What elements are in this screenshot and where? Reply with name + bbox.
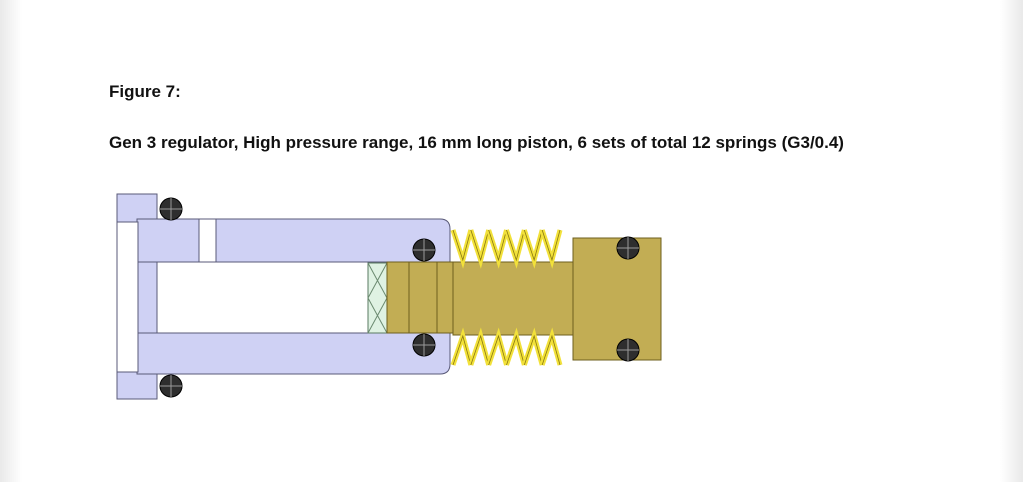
spring-coil-outline	[470, 334, 490, 366]
o-ring-crosshair	[413, 334, 435, 356]
spring-coil	[504, 229, 527, 269]
spring-coil-outline	[506, 334, 525, 366]
body-vent-slot	[198, 218, 217, 263]
spring-coil	[504, 327, 527, 366]
spring-icon	[450, 229, 563, 269]
o-ring-crosshair	[617, 339, 639, 361]
spring-coil-outline	[506, 229, 525, 262]
piston-rod	[452, 261, 574, 336]
spring-coil	[486, 327, 509, 366]
body-top-flange	[136, 218, 200, 263]
figure-label: Figure 7:	[109, 82, 181, 101]
spring-coil-outline	[488, 334, 507, 366]
spring-coil	[450, 327, 474, 366]
regulator-body	[116, 193, 451, 400]
o-ring-icon	[159, 374, 183, 398]
spring-coil-outline	[470, 229, 490, 262]
o-ring-crosshair	[160, 375, 182, 397]
o-ring-icon	[412, 333, 436, 357]
spring-coil-outline	[523, 229, 543, 262]
spring-coil-outline	[523, 334, 543, 366]
spring-coil	[539, 229, 563, 269]
spring-coil	[486, 229, 509, 269]
o-ring-crosshair	[160, 198, 182, 220]
spring-coil	[450, 229, 474, 269]
piston-head	[386, 261, 454, 334]
o-ring-icon	[616, 236, 640, 260]
seal	[367, 262, 388, 334]
spring-coil-outline	[452, 334, 472, 366]
spring-coil-outline	[452, 229, 472, 262]
body-inner-bore	[116, 221, 139, 373]
body-top-sleeve	[215, 218, 451, 263]
spring-coil-outline	[541, 334, 561, 366]
o-ring-icon	[412, 238, 436, 262]
seal-icon	[367, 262, 388, 334]
o-ring-icon	[616, 338, 640, 362]
spring-coil-outline	[541, 229, 561, 262]
figure-caption: Gen 3 regulator, High pressure range, 16…	[109, 133, 844, 152]
o-rings	[159, 197, 640, 398]
o-ring-crosshair	[617, 237, 639, 259]
spring-coil	[468, 229, 492, 269]
o-ring-icon	[159, 197, 183, 221]
spring-icon	[450, 327, 563, 366]
spring-coil	[521, 229, 545, 269]
piston-collar	[572, 237, 662, 361]
spring-coil	[468, 327, 492, 366]
spring-coil	[521, 327, 545, 366]
spring-coil-outline	[488, 229, 507, 262]
spring-stack	[450, 229, 563, 366]
piston	[386, 237, 662, 361]
o-ring-crosshair	[413, 239, 435, 261]
spring-coil	[539, 327, 563, 366]
body-bottom-sleeve	[136, 332, 451, 375]
